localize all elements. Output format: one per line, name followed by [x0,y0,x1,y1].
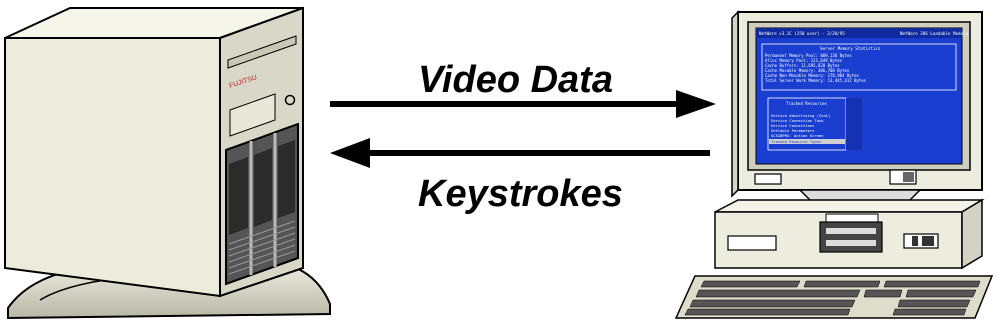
screen-stats: Permanent Memory Pool: 809,136 Bytes All… [765,53,867,83]
power-button-icon [284,94,296,106]
screen-menu-item: Settable Parameters [771,128,814,133]
keystrokes-label: Keystrokes [418,173,623,215]
screen-title-right: NetWare 386 Loadable Module [900,31,969,36]
screen-menu-item: Service Connections [771,123,814,128]
disk-drive-icon [819,221,883,253]
screen-stat-line: Total Server Work Memory: 13,445,412 Byt… [765,78,867,83]
screen-menu-item: Service Advertising (Cont) [771,113,830,118]
screen-menu-item: Service Connection Task [771,118,824,123]
video-data-label: Video Data [418,59,613,101]
desktop-computer: NetWare v3.1C (250 user) - 2/20/95 NetWa… [674,10,994,319]
screen-panel-title: Server Memory Statistics [820,46,881,51]
keystrokes-arrow [330,138,710,168]
screen-menu-item: Tracked Resource Types [771,139,821,144]
video-data-arrow [330,90,716,118]
screen-stat-line: Cache Non-Movable Memory: 278,904 Bytes [765,73,860,78]
screen-stat-line: Cache Buffers: 11,695,820 Bytes [765,63,840,68]
screen-stat-line: Cache Movable Memory: 306,708 Bytes [765,68,850,73]
server-tower: FUJITSU [4,6,331,320]
screen-menu: Service Advertising (Cont) Service Conne… [769,113,845,144]
screen-stat-line: Alloc Memory Pool: 111,649 Bytes [765,58,843,63]
screen-stat-line: Permanent Memory Pool: 809,136 Bytes [765,53,852,58]
screen-menu-item: SCSIBPRS: Action Screen [771,133,824,138]
screen-menu-title: Tracked Resources [786,101,828,106]
monitor-button-icon [754,173,782,185]
screen-title-left: NetWare v3.1C (250 user) - 2/20/95 [759,31,845,36]
